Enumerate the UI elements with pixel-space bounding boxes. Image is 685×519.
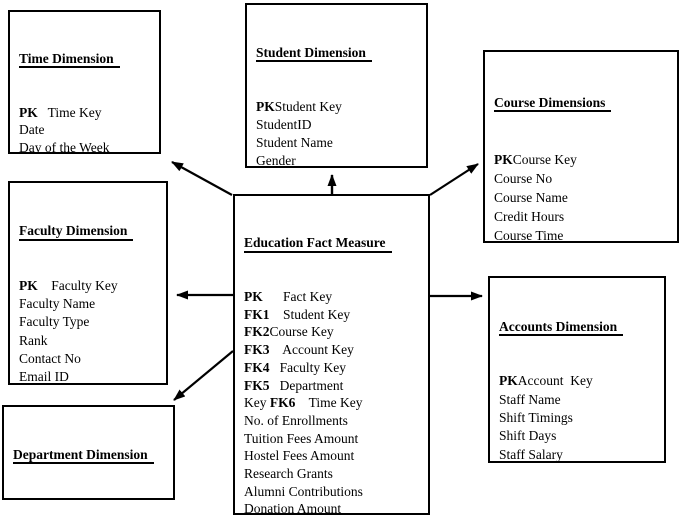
table-title: Time Dimension — [19, 50, 156, 69]
field-row: FK4 Faculty Key — [244, 359, 346, 375]
field-row: No. of Enrollments — [244, 412, 348, 428]
field-row: Course Name — [494, 190, 568, 206]
field-row: FK1 Student Key — [244, 306, 351, 322]
table-title: Accounts Dimension — [499, 318, 661, 336]
field-row: Key FK6 Time Key — [244, 395, 363, 411]
field-row: FK2Course Key — [244, 324, 334, 340]
field-row: Email ID — [19, 369, 69, 385]
field-row: Student Name — [256, 135, 333, 151]
field-row: PKStudent Key — [256, 99, 342, 115]
arrow-fact-to-department — [173, 350, 234, 401]
field-row: FK5 Department — [244, 377, 344, 393]
field-row: Alumni Contributions — [244, 483, 363, 499]
field-row: Course No — [494, 171, 553, 187]
field-row: Course Time — [494, 228, 564, 243]
field-row: Staff Name — [499, 391, 561, 407]
field-row: Credit Hours — [494, 209, 565, 225]
table-title: Education Fact Measure — [244, 234, 425, 253]
arrow-fact-to-time — [171, 161, 233, 196]
field-row: PKAccount Key — [499, 373, 593, 389]
field-row: Shift Timings — [499, 410, 573, 426]
field-row: FK3 Account Key — [244, 342, 354, 358]
field-row: PK Fact Key — [244, 288, 333, 304]
field-row: Faculty Type — [19, 314, 90, 330]
field-row: PK Faculty Key — [19, 278, 118, 294]
field-row: Shift Days — [499, 428, 557, 444]
field-row: Research Grants — [244, 466, 333, 482]
field-row: Date — [19, 122, 45, 138]
field-row: Contact No — [19, 350, 81, 366]
table-title: Faculty Dimension — [19, 222, 163, 241]
field-row: Gender — [256, 153, 296, 168]
field-row: PKCourse Key — [494, 152, 577, 168]
field-row: PK Time Key — [19, 104, 102, 120]
table-department-dimension: Department Dimension PKDepartment KeyDep… — [2, 405, 175, 500]
arrow-fact-to-course — [429, 163, 479, 196]
field-row: Staff Salary — [499, 446, 563, 462]
table-title: Department Dimension — [13, 446, 170, 465]
table-title: Course Dimensions — [494, 93, 674, 113]
field-row: Day of the Week — [19, 139, 110, 154]
field-row: Tuition Fees Amount — [244, 430, 359, 446]
field-row: Donation Amount — [244, 501, 342, 515]
field-row: Hostel Fees Amount — [244, 448, 355, 464]
field-row: StudentID — [256, 117, 312, 133]
field-row: Faculty Name — [19, 296, 96, 312]
table-title: Student Dimension — [256, 44, 423, 63]
field-row: Rank — [19, 332, 48, 348]
